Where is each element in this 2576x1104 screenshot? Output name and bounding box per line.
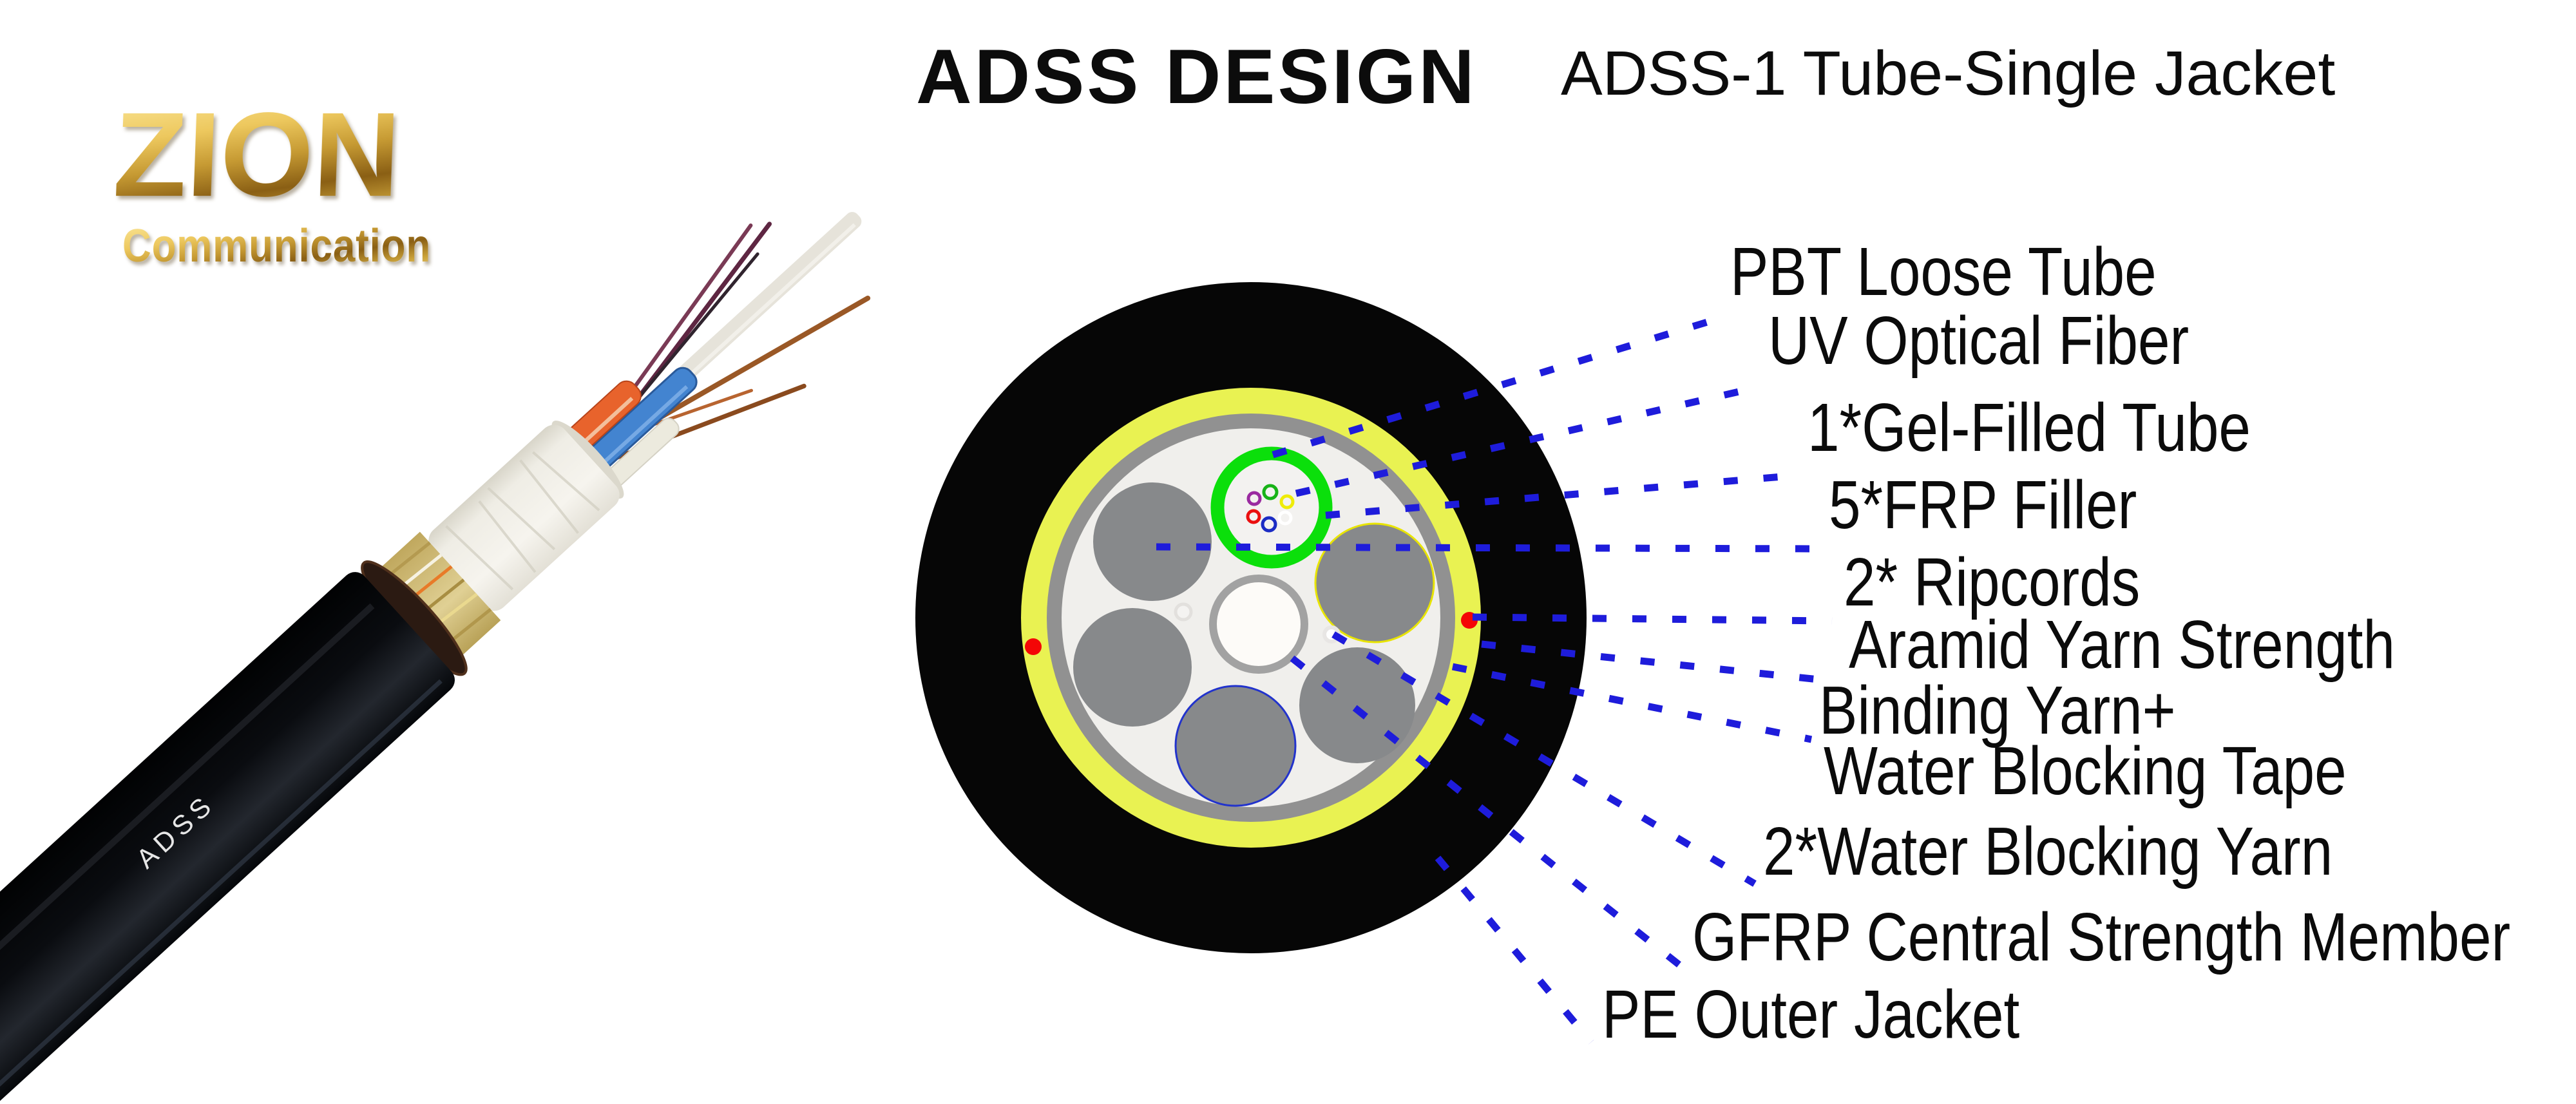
page-title: ADSS DESIGN [916, 33, 1477, 120]
xs-frp-fillers [1073, 482, 1435, 807]
cable-photo [0, 212, 871, 1104]
logo-brand: ZION [111, 88, 482, 222]
frp-filler [1174, 685, 1297, 807]
label-frp-filler: 5*FRP Filler [1829, 467, 2195, 543]
xs-optical-fibers [1246, 484, 1295, 533]
ripcord-dot [1025, 638, 1042, 655]
label-frp-filler-text: 5*FRP Filler [1829, 467, 2137, 543]
water-blocking-yarn-dot [1174, 602, 1193, 622]
label-water-blocking-tape-text: Water Blocking Tape [1824, 733, 2347, 809]
frp-filler [1314, 522, 1435, 643]
logo: ZION Communication [111, 88, 481, 272]
label-gfrp-central-member-text: GFRP Central Strength Member [1692, 899, 2511, 975]
leader-ripcords [1472, 613, 1833, 625]
fiber-yellow [1279, 494, 1295, 509]
label-uv-optical-fiber-text: UV Optical Fiber [1768, 303, 2190, 379]
photo-pe-jacket [0, 572, 455, 1104]
fiber-white [1277, 510, 1293, 526]
xs-central-strength-member [1209, 575, 1308, 674]
leader-lines [1156, 314, 1838, 1045]
label-ripcords-text: 2* Ripcords [1844, 544, 2141, 620]
frp-filler [1073, 608, 1192, 727]
frp-filler [1093, 482, 1212, 601]
fiber-red [1246, 509, 1261, 524]
label-binding-yarn: Binding Yarn+ [1819, 674, 2244, 747]
label-pbt-loose-tube: PBT Loose Tube [1730, 234, 2238, 310]
fiber-blue [1261, 516, 1277, 533]
leader-gfrp-central-member [1290, 655, 1685, 971]
logo-subtitle: Communication [122, 220, 432, 272]
label-pbt-loose-tube-text: PBT Loose Tube [1730, 234, 2157, 310]
leader-frp-filler [1156, 543, 1818, 553]
label-water-blocking-yarn: 2*Water Blocking Yarn [1763, 815, 2441, 888]
label-aramid-yarn-strength: Aramid Yarn Strength [1849, 609, 2499, 681]
label-aramid-yarn-strength-text: Aramid Yarn Strength [1849, 607, 2395, 683]
fiber-purple [1246, 491, 1262, 506]
label-gel-filled-tube-text: 1*Gel-Filled Tube [1808, 390, 2251, 466]
label-binding-yarn-text: Binding Yarn+ [1819, 672, 2176, 748]
leader-water-blocking-yarn [1331, 631, 1757, 887]
label-uv-optical-fiber: UV Optical Fiber [1768, 305, 2269, 377]
label-water-blocking-tape: Water Blocking Tape [1824, 733, 2446, 809]
xs-loose-tube [1210, 446, 1333, 569]
photo-water-tape [428, 424, 620, 611]
label-gfrp-central-member: GFRP Central Strength Member [1692, 899, 2576, 975]
label-pe-outer-jacket-text: PE Outer Jacket [1602, 976, 2020, 1052]
fiber-green [1262, 484, 1279, 500]
leader-pe-outer-jacket [1435, 855, 1594, 1045]
page-subtitle: ADSS-1 Tube-Single Jacket [1561, 38, 2336, 108]
tape-crinkles [445, 451, 600, 591]
label-water-blocking-yarn-text: 2*Water Blocking Yarn [1763, 814, 2333, 890]
label-gel-filled-tube: 1*Gel-Filled Tube [1808, 392, 2335, 464]
label-pe-outer-jacket: PE Outer Jacket [1602, 978, 2099, 1051]
label-ripcords: 2* Ripcords [1844, 544, 2197, 620]
cross-section [915, 282, 1587, 953]
